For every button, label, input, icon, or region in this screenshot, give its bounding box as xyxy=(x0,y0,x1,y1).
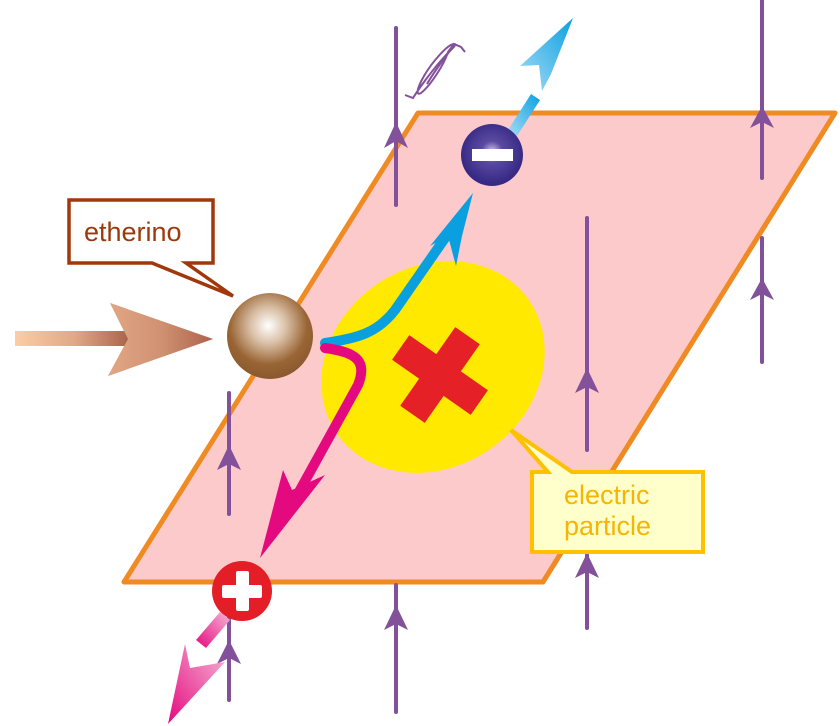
spin-loop-icon xyxy=(404,42,466,100)
electric-particle-label-line2: particle xyxy=(564,511,651,541)
electric-particle-label-line1: electric xyxy=(564,480,650,510)
etherino-callout: etherino xyxy=(67,198,235,298)
minus-icon xyxy=(472,149,513,161)
field-arrow-icon xyxy=(217,640,241,664)
field-arrow-icon xyxy=(384,122,408,148)
field-arrow-icon xyxy=(217,445,241,470)
field-arrow-icon xyxy=(575,553,599,578)
field-arrow-icon xyxy=(575,368,599,393)
negative-path-arrowhead xyxy=(430,193,473,266)
electric-particle-callout: electric particle xyxy=(509,428,705,554)
positive-particle xyxy=(212,561,272,621)
field-lines xyxy=(217,106,774,714)
negative-exit-arrow xyxy=(508,18,573,136)
negative-particle xyxy=(461,124,523,186)
negative-path xyxy=(320,223,457,348)
positive-path-arrowhead xyxy=(260,470,325,558)
field-lines-back xyxy=(394,0,764,122)
positive-path xyxy=(295,343,367,495)
etherino-ball xyxy=(227,293,313,379)
field-arrow-icon xyxy=(750,106,774,128)
positive-exit-arrow xyxy=(168,612,230,724)
field-arrow-icon xyxy=(384,605,408,630)
field-arrow-icon xyxy=(750,278,774,300)
incoming-etherino-arrow xyxy=(15,303,213,376)
plus-icon xyxy=(222,571,262,611)
etherino-label: etherino xyxy=(84,217,182,247)
central-plus-icon xyxy=(392,327,488,423)
